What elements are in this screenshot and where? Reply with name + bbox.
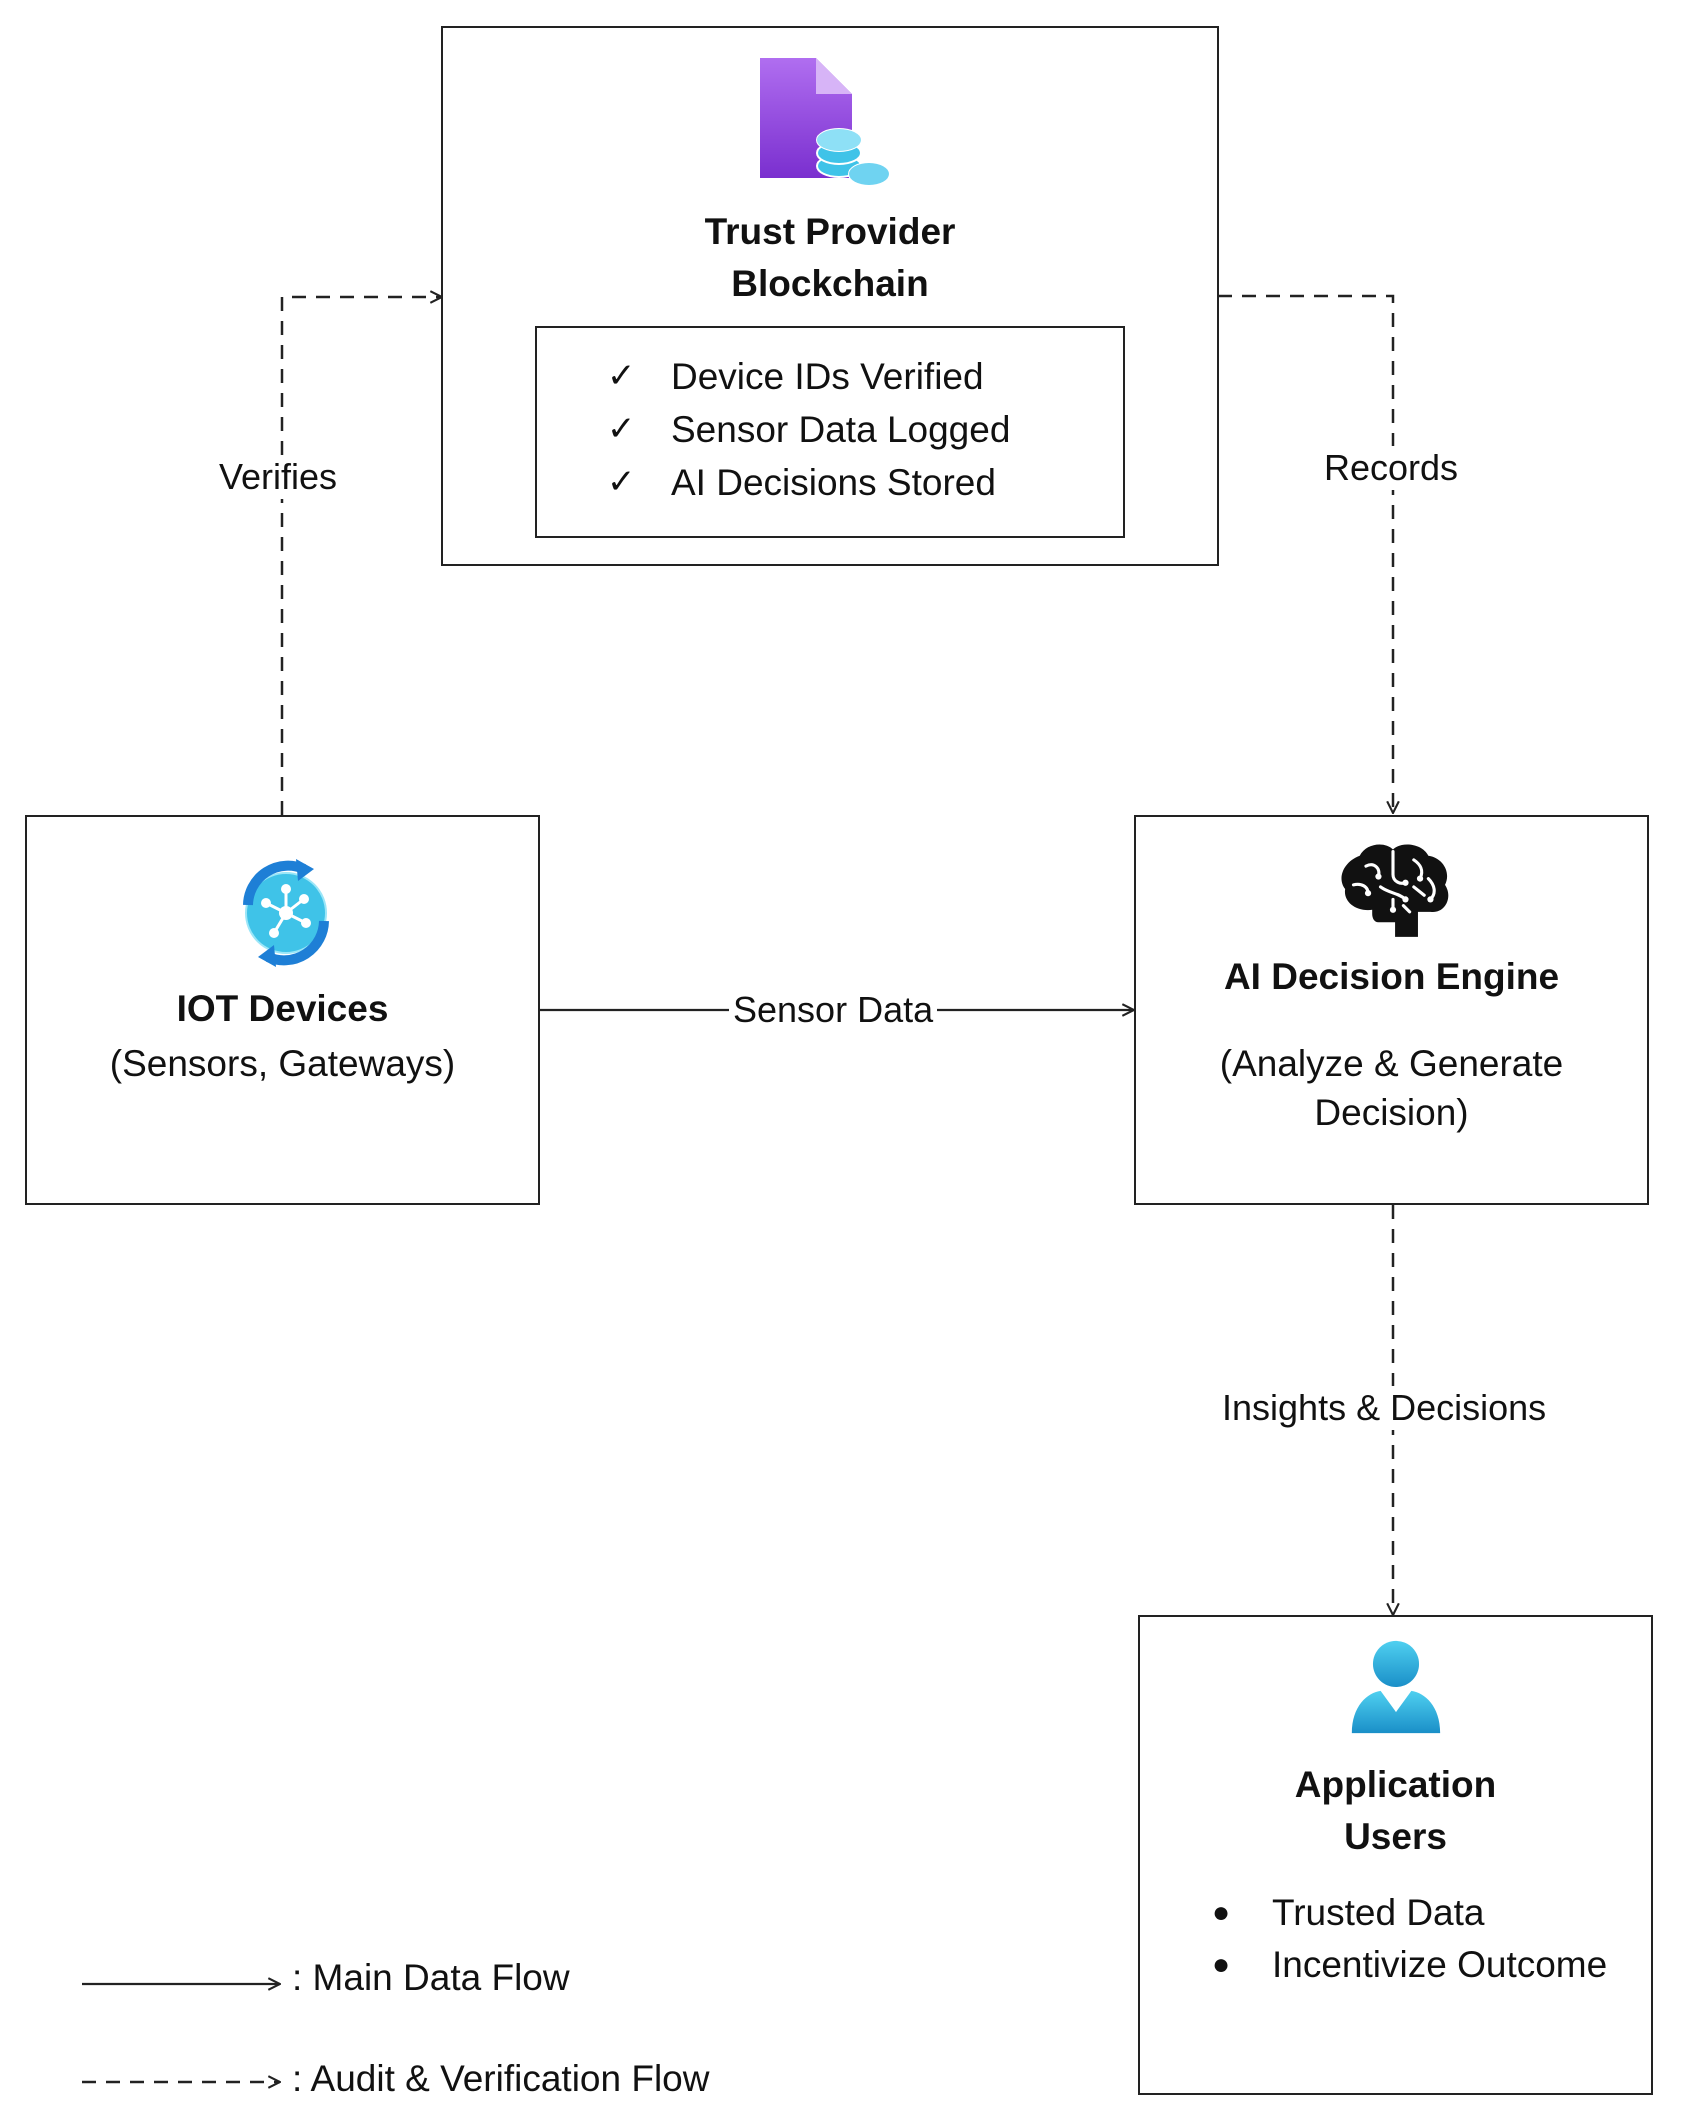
checklist-item: ✓Sensor Data Logged — [607, 403, 1010, 456]
blockchain-node: Trust Provider Blockchain ✓Device IDs Ve… — [441, 26, 1219, 566]
edge-label-sensor-data: Sensor Data — [729, 988, 938, 1032]
iot-subtitle: (Sensors, Gateways) — [109, 1043, 456, 1084]
ai-subtitle-line1: (Analyze & Generate — [1219, 1043, 1564, 1084]
bullet-icon: ● — [1212, 1896, 1231, 1929]
records-connector — [1218, 294, 1393, 813]
users-title-line1: Application — [1294, 1764, 1497, 1805]
ai-title: AI Decision Engine — [1223, 956, 1560, 997]
blockchain-title-line2: Blockchain — [731, 263, 929, 304]
edge-label-insights: Insights & Decisions — [1218, 1386, 1551, 1430]
blockchain-title-line1: Trust Provider — [704, 211, 956, 252]
brain-icon — [1341, 844, 1449, 937]
list-item: ●Trusted Data — [1212, 1887, 1607, 1939]
checkmark-icon: ✓ — [607, 410, 636, 448]
blockchain-checklist-box: ✓Device IDs Verified ✓Sensor Data Logged… — [535, 326, 1125, 538]
legend-main-flow: : Main Data Flow — [292, 1957, 570, 1999]
verifies-connector — [280, 297, 442, 815]
list-item: ●Incentivize Outcome — [1212, 1939, 1607, 1991]
legend-audit-flow-label: : Audit & Verification Flow — [292, 2058, 710, 2099]
checklist-item: ✓AI Decisions Stored — [607, 456, 1010, 509]
ai-subtitle-line2: Decision) — [1314, 1092, 1469, 1133]
user-icon — [1351, 1640, 1441, 1734]
iot-devices-node: IOT Devices (Sensors, Gateways) — [25, 815, 540, 1205]
blockchain-file-database-icon — [760, 58, 890, 186]
edge-label-records: Records — [1320, 446, 1463, 490]
edge-label-verifies: Verifies — [215, 455, 342, 499]
checkmark-icon: ✓ — [607, 357, 636, 395]
application-users-node: Application Users ●Trusted Data ●Incenti… — [1138, 1615, 1653, 2095]
iot-hub-icon — [243, 859, 329, 967]
checkmark-icon: ✓ — [607, 463, 636, 501]
checklist-item: ✓Device IDs Verified — [607, 350, 1010, 403]
legend-main-flow-label: : Main Data Flow — [292, 1957, 570, 1998]
bullet-icon: ● — [1212, 1948, 1231, 1981]
users-title-line2: Users — [1344, 1816, 1447, 1857]
users-bullet-list: ●Trusted Data ●Incentivize Outcome — [1212, 1887, 1607, 1991]
ai-decision-engine-node: AI Decision Engine (Analyze & Generate D… — [1134, 815, 1649, 1205]
blockchain-checklist: ✓Device IDs Verified ✓Sensor Data Logged… — [607, 350, 1010, 509]
iot-title: IOT Devices — [176, 988, 389, 1029]
legend-audit-flow: : Audit & Verification Flow — [292, 2058, 709, 2100]
